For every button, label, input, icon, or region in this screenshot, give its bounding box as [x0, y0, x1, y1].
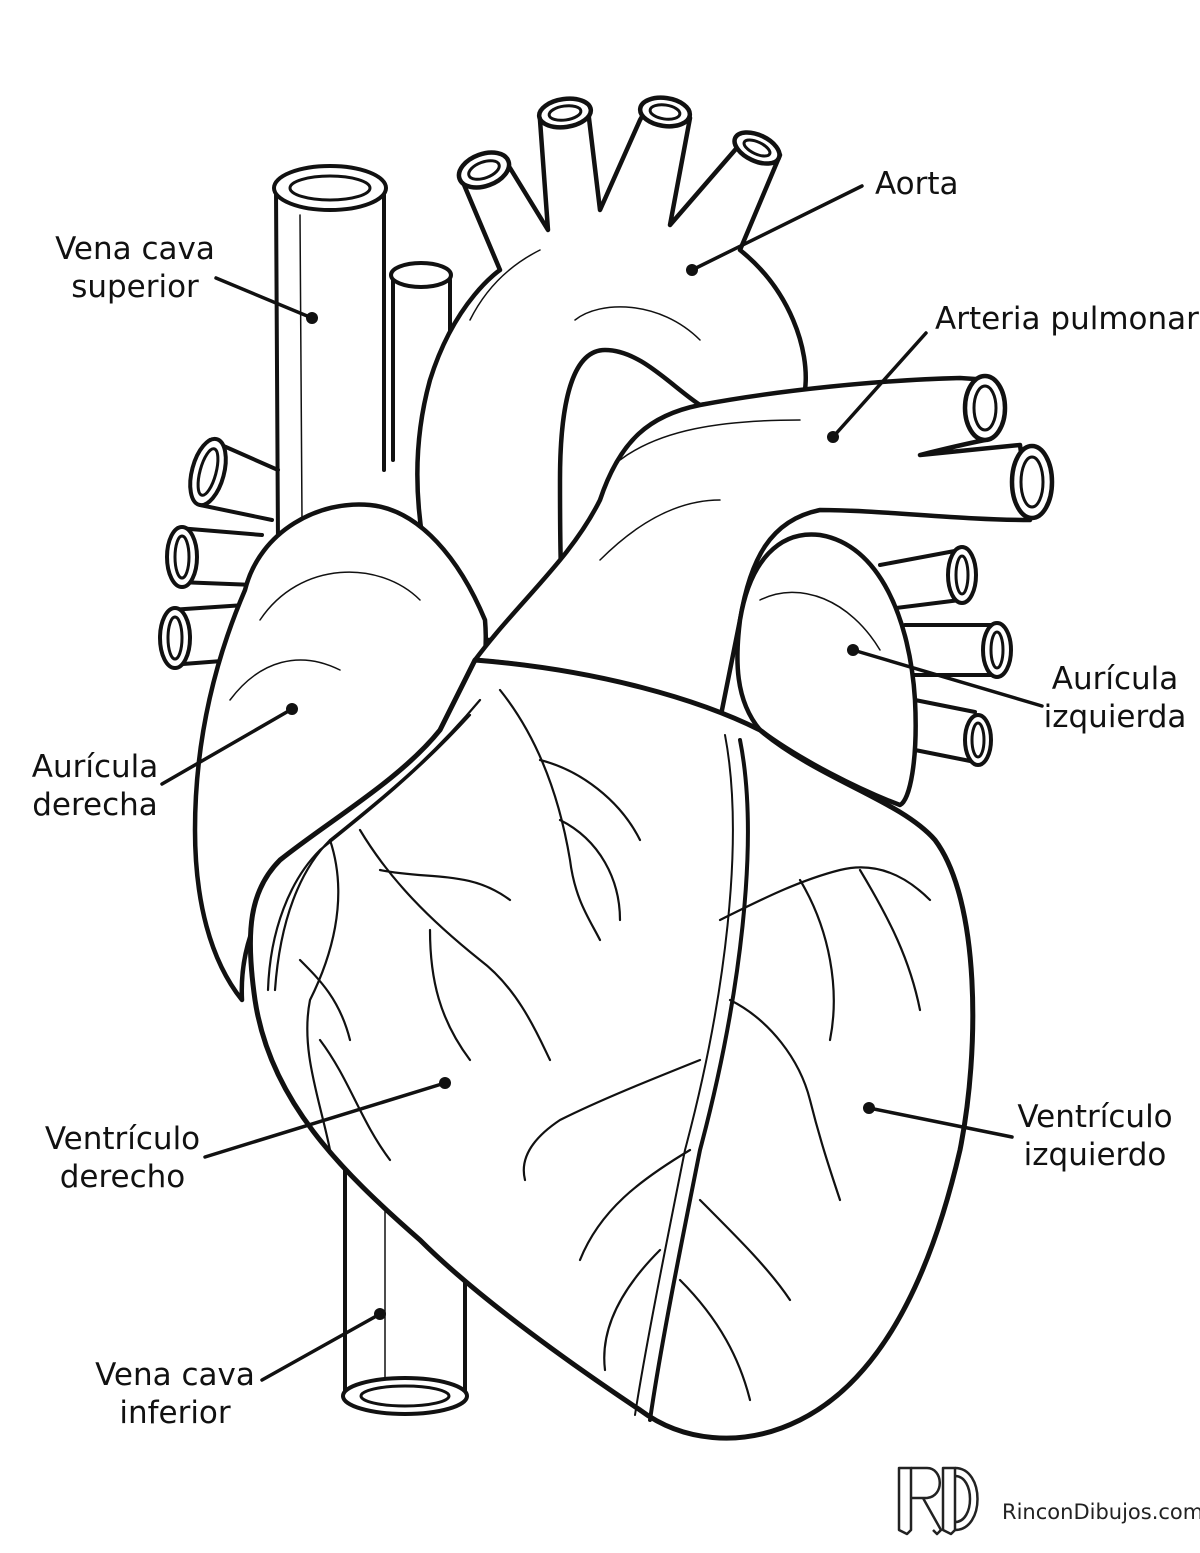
aortic-arch-shape — [415, 95, 808, 643]
pointer-lines — [160, 184, 1044, 1382]
superior-vena-cava-shape — [272, 164, 388, 547]
label-auricula-derecha: Aurícula derecha — [31, 749, 159, 823]
label-ventriculo-derecho: Ventrículo derecho — [44, 1121, 201, 1195]
label-ventriculo-izquierdo: Ventrículo izquierdo — [1017, 1099, 1173, 1173]
pointer-dots — [286, 264, 875, 1320]
label-vena-cava-superior: Vena cava superior — [55, 231, 215, 305]
watermark-site[interactable]: RinconDibujos.com — [1002, 1500, 1200, 1524]
coronary-vessels-shape — [266, 688, 932, 1402]
label-aorta: Aorta — [875, 166, 959, 202]
ventricles-shape — [247, 657, 976, 1441]
rd-logo-icon — [897, 1466, 979, 1536]
right-pulmonary-veins-shape — [158, 436, 280, 670]
label-vena-cava-inferior: Vena cava inferior — [95, 1357, 255, 1431]
left-pulmonary-veins-shape — [878, 545, 1013, 767]
label-auricula-izquierda: Aurícula izquierda — [1043, 661, 1187, 735]
label-arteria-pulmonar: Arteria pulmonar — [935, 301, 1199, 337]
